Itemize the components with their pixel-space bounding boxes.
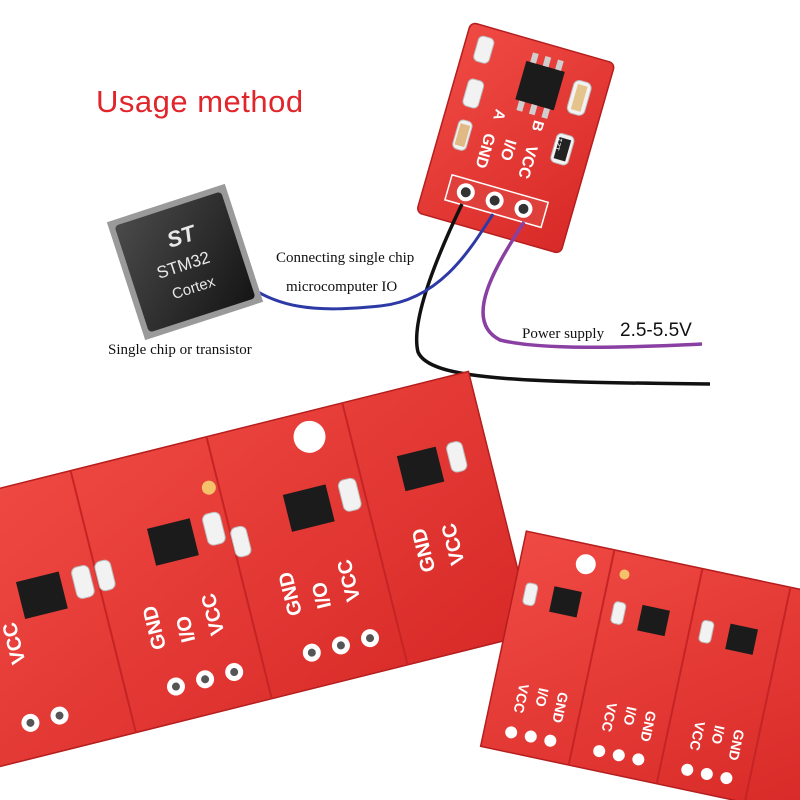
strip-pin-label: GND: [725, 728, 747, 762]
strip-pin-label: I/O: [620, 705, 640, 727]
wire-blue: [228, 213, 495, 311]
module-strip-small: VCC I/O GND VCC I/O GND VCC I/O GND: [479, 530, 800, 800]
mcu-chip: ST STM32 Cortex: [106, 183, 264, 341]
strip-pin-label: GND: [637, 709, 659, 743]
strip-pin-label: I/O: [532, 687, 552, 709]
wire-black: [415, 203, 711, 386]
strip-pin-label: VCC: [687, 720, 709, 752]
strip-pin-label: VCC: [599, 701, 621, 733]
strip-pin-label: I/O: [708, 724, 728, 746]
power-voltage-label: 2.5-5.5V: [620, 320, 692, 341]
connection-caption-line2: microcomputer IO: [286, 279, 398, 295]
connection-caption-line1: Connecting single chip: [276, 250, 415, 266]
header-pins: [443, 173, 550, 229]
power-supply-caption: Power supply: [522, 326, 605, 342]
module-strip-large: VCC GND I/O VCC GND: [0, 370, 535, 770]
strip-pin-label: VCC: [511, 682, 533, 714]
pin-label-io: I/O: [497, 137, 519, 162]
pad-label-b: B: [528, 118, 547, 133]
chip-caption: Single chip or transistor: [108, 342, 252, 358]
component-code: 121: [552, 136, 564, 152]
touch-module-main: GND I/O VCC A B 121: [416, 22, 615, 254]
usage-method-title: Usage method: [96, 84, 304, 119]
wire-purple: [481, 221, 703, 350]
strip-pin-label: GND: [549, 691, 571, 725]
pad-label-a: A: [489, 107, 508, 122]
